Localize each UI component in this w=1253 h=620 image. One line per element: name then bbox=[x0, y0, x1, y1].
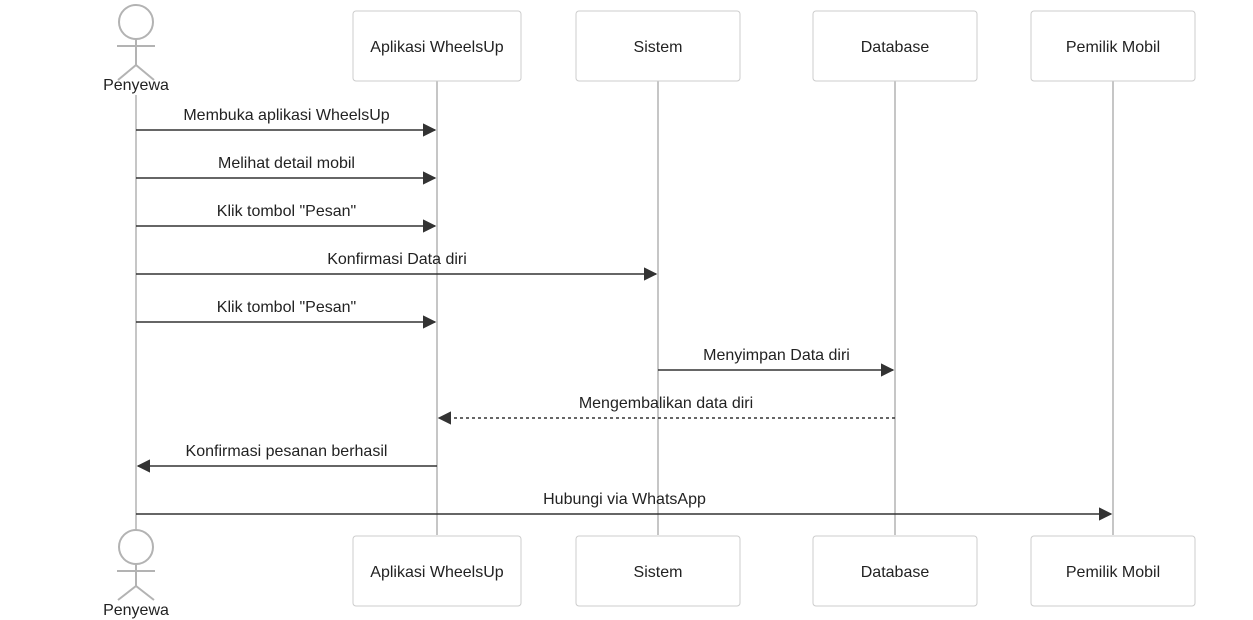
participant-label: Aplikasi WheelsUp bbox=[370, 39, 503, 56]
participant-label: Pemilik Mobil bbox=[1066, 39, 1160, 56]
message: Hubungi via WhatsApp bbox=[136, 491, 1113, 521]
participant-aplikasi-bottom: Aplikasi WheelsUp bbox=[352, 535, 522, 607]
message: Konfirmasi Data diri bbox=[136, 251, 658, 281]
message: Konfirmasi pesanan berhasil bbox=[136, 443, 437, 473]
message-label: Hubungi via WhatsApp bbox=[543, 491, 706, 508]
actor-bottom: Penyewa bbox=[103, 529, 169, 619]
participant-pemilik-top: Pemilik Mobil bbox=[1030, 10, 1196, 82]
participant-label: Sistem bbox=[634, 39, 683, 56]
message: Melihat detail mobil bbox=[136, 155, 437, 185]
participant-label: Pemilik Mobil bbox=[1066, 564, 1160, 581]
participant-label: Aplikasi WheelsUp bbox=[370, 564, 503, 581]
actor-label-top: Penyewa bbox=[103, 77, 169, 94]
actor-label-bottom: Penyewa bbox=[103, 602, 169, 619]
message: Membuka aplikasi WheelsUp bbox=[136, 107, 437, 137]
message-label: Konfirmasi pesanan berhasil bbox=[186, 443, 388, 460]
message: Mengembalikan data diri bbox=[437, 395, 895, 425]
participant-sistem-top: Sistem bbox=[575, 10, 741, 82]
message-label: Klik tombol "Pesan" bbox=[217, 203, 356, 220]
participant-database-top: Database bbox=[812, 10, 978, 82]
actor-figure-icon bbox=[117, 4, 155, 81]
message-label: Menyimpan Data diri bbox=[703, 347, 850, 364]
participant-database-bottom: Database bbox=[812, 535, 978, 607]
message: Klik tombol "Pesan" bbox=[136, 299, 437, 329]
message-label: Klik tombol "Pesan" bbox=[217, 299, 356, 316]
actor-top: Penyewa bbox=[103, 4, 169, 94]
participant-aplikasi-top: Aplikasi WheelsUp bbox=[352, 10, 522, 82]
message-label: Mengembalikan data diri bbox=[579, 395, 753, 412]
message: Klik tombol "Pesan" bbox=[136, 203, 437, 233]
participant-label: Database bbox=[861, 564, 930, 581]
participant-label: Database bbox=[861, 39, 930, 56]
message-label: Membuka aplikasi WheelsUp bbox=[183, 107, 389, 124]
message-label: Konfirmasi Data diri bbox=[327, 251, 467, 268]
participant-pemilik-bottom: Pemilik Mobil bbox=[1030, 535, 1196, 607]
message: Menyimpan Data diri bbox=[658, 347, 895, 377]
actor-figure-icon bbox=[117, 529, 155, 601]
message-label: Melihat detail mobil bbox=[218, 155, 355, 172]
participant-sistem-bottom: Sistem bbox=[575, 535, 741, 607]
participant-label: Sistem bbox=[634, 564, 683, 581]
